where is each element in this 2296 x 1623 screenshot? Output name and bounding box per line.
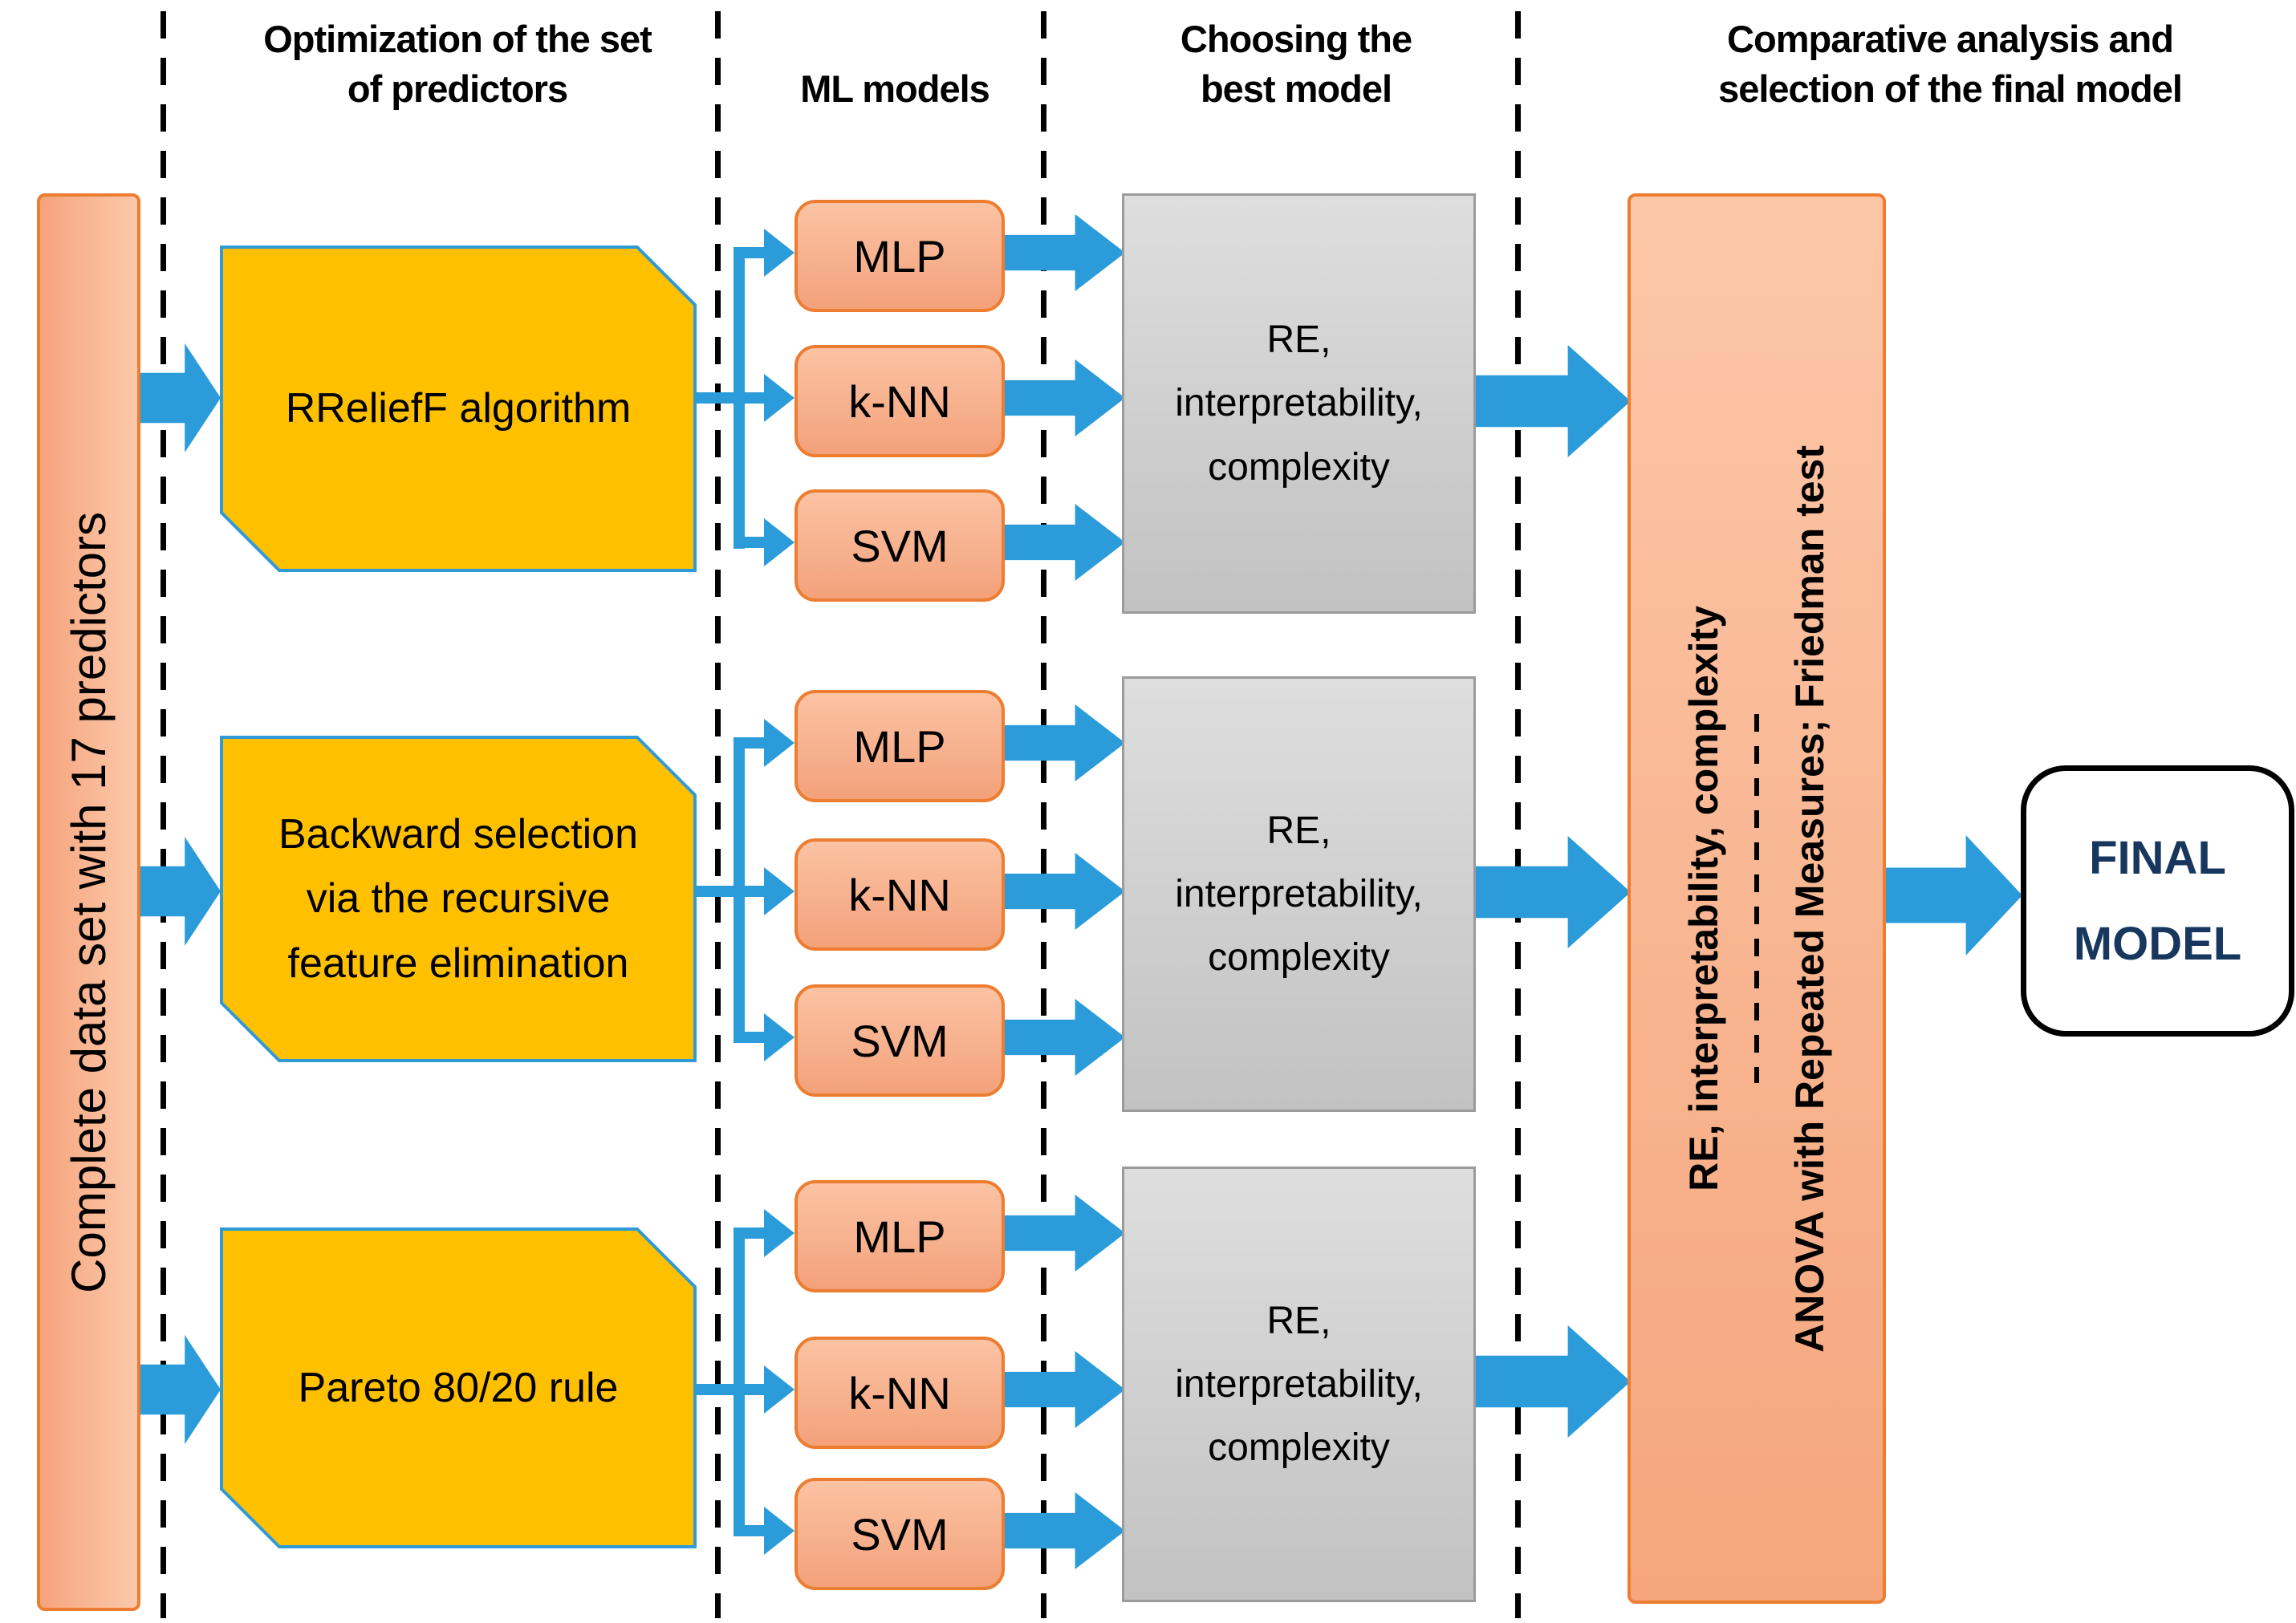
model-box-mlp: MLP bbox=[794, 200, 1005, 312]
snip-corner-shape bbox=[220, 1227, 697, 1548]
connector-stub bbox=[693, 886, 743, 897]
arrowhead-icon bbox=[764, 1209, 794, 1257]
selector-shape-rrelieff: RReliefF algorithm bbox=[220, 245, 697, 572]
connector-branch bbox=[734, 537, 767, 548]
connector-branch bbox=[734, 247, 767, 258]
arrowhead-icon bbox=[764, 518, 794, 566]
connector-branch bbox=[734, 1384, 767, 1395]
arrow-right-icon bbox=[131, 1335, 221, 1444]
arrow-right-icon bbox=[1000, 1351, 1125, 1428]
arrowhead-icon bbox=[764, 719, 794, 767]
comparative-analysis-bar: RE, interpretability, complexity ANOVA w… bbox=[1628, 193, 1886, 1604]
evaluation-box: RE, interpretability, complexity bbox=[1122, 1167, 1476, 1602]
arrow-right-icon bbox=[1000, 853, 1125, 930]
model-box-svm: SVM bbox=[794, 1478, 1005, 1590]
selector-label: Backward selection via the recursive fea… bbox=[278, 810, 638, 987]
arrowhead-icon bbox=[764, 1507, 794, 1555]
evaluation-box: RE, interpretability, complexity bbox=[1122, 676, 1476, 1112]
arrowhead-icon bbox=[764, 1365, 794, 1414]
connector-stub bbox=[693, 392, 743, 404]
arrow-right-icon bbox=[131, 343, 221, 452]
model-box-mlp: MLP bbox=[794, 1180, 1005, 1292]
arrow-right-icon bbox=[1000, 1195, 1125, 1272]
evaluation-box: RE, interpretability, complexity bbox=[1122, 193, 1476, 614]
model-box-mlp: MLP bbox=[794, 690, 1005, 802]
arrow-right-icon bbox=[1473, 345, 1631, 457]
arrowhead-icon bbox=[764, 229, 794, 277]
input-data-label: Complete data set with 17 predictors bbox=[62, 511, 116, 1293]
column-divider-1 bbox=[161, 11, 166, 1618]
model-box-knn: k-NN bbox=[794, 1337, 1005, 1449]
arrow-right-icon bbox=[1000, 359, 1125, 436]
model-box-svm: SVM bbox=[794, 984, 1005, 1097]
model-box-knn: k-NN bbox=[794, 838, 1005, 951]
snip-corner-shape bbox=[220, 736, 697, 1062]
column-divider-3 bbox=[1041, 11, 1046, 1618]
header-optimization: Optimization of the set of predictors bbox=[263, 18, 652, 111]
analysis-method-label: ANOVA with Repeated Measures; Friedman t… bbox=[1787, 444, 1832, 1353]
column-divider-4 bbox=[1515, 11, 1521, 1618]
arrow-right-icon bbox=[1473, 1325, 1631, 1438]
arrow-right-icon bbox=[131, 837, 221, 946]
arrowhead-icon bbox=[764, 374, 794, 422]
dashed-divider bbox=[1754, 714, 1759, 1083]
column-divider-2 bbox=[715, 11, 721, 1618]
model-box-knn: k-NN bbox=[794, 345, 1005, 457]
final-model-node: FINAL MODEL bbox=[2021, 765, 2294, 1037]
header-ml-models: ML models bbox=[800, 67, 990, 110]
connector-branch bbox=[734, 1227, 767, 1239]
connector-branch bbox=[734, 737, 767, 749]
model-box-svm: SVM bbox=[794, 489, 1005, 602]
connector-branch bbox=[734, 886, 767, 897]
arrow-right-icon bbox=[1000, 704, 1125, 781]
connector-trunk bbox=[734, 1227, 745, 1536]
arrow-right-icon bbox=[1000, 999, 1125, 1076]
selector-shape-pareto: Pareto 80/20 rule bbox=[220, 1227, 697, 1548]
arrowhead-icon bbox=[764, 867, 794, 915]
connector-branch bbox=[734, 1525, 767, 1536]
arrow-right-icon bbox=[1881, 835, 2022, 956]
snip-corner-shape bbox=[220, 245, 697, 572]
arrow-right-icon bbox=[1473, 836, 1631, 948]
header-choosing: Choosing the best model bbox=[1180, 18, 1412, 111]
selector-label: Pareto 80/20 rule bbox=[298, 1364, 619, 1411]
connector-branch bbox=[734, 392, 767, 404]
connector-branch bbox=[734, 1032, 767, 1043]
header-comparative: Comparative analysis and selection of th… bbox=[1718, 18, 2183, 111]
input-data-bar: Complete data set with 17 predictors bbox=[37, 193, 140, 1611]
arrow-right-icon bbox=[1000, 214, 1125, 291]
selector-label: RReliefF algorithm bbox=[285, 385, 632, 432]
arrow-right-icon bbox=[1000, 504, 1125, 581]
arrow-right-icon bbox=[1000, 1492, 1125, 1569]
analysis-criteria-label: RE, interpretability, complexity bbox=[1681, 606, 1726, 1191]
selector-shape-backward: Backward selection via the recursive fea… bbox=[220, 736, 697, 1062]
connector-stub bbox=[693, 1384, 743, 1395]
arrowhead-icon bbox=[764, 1013, 794, 1061]
